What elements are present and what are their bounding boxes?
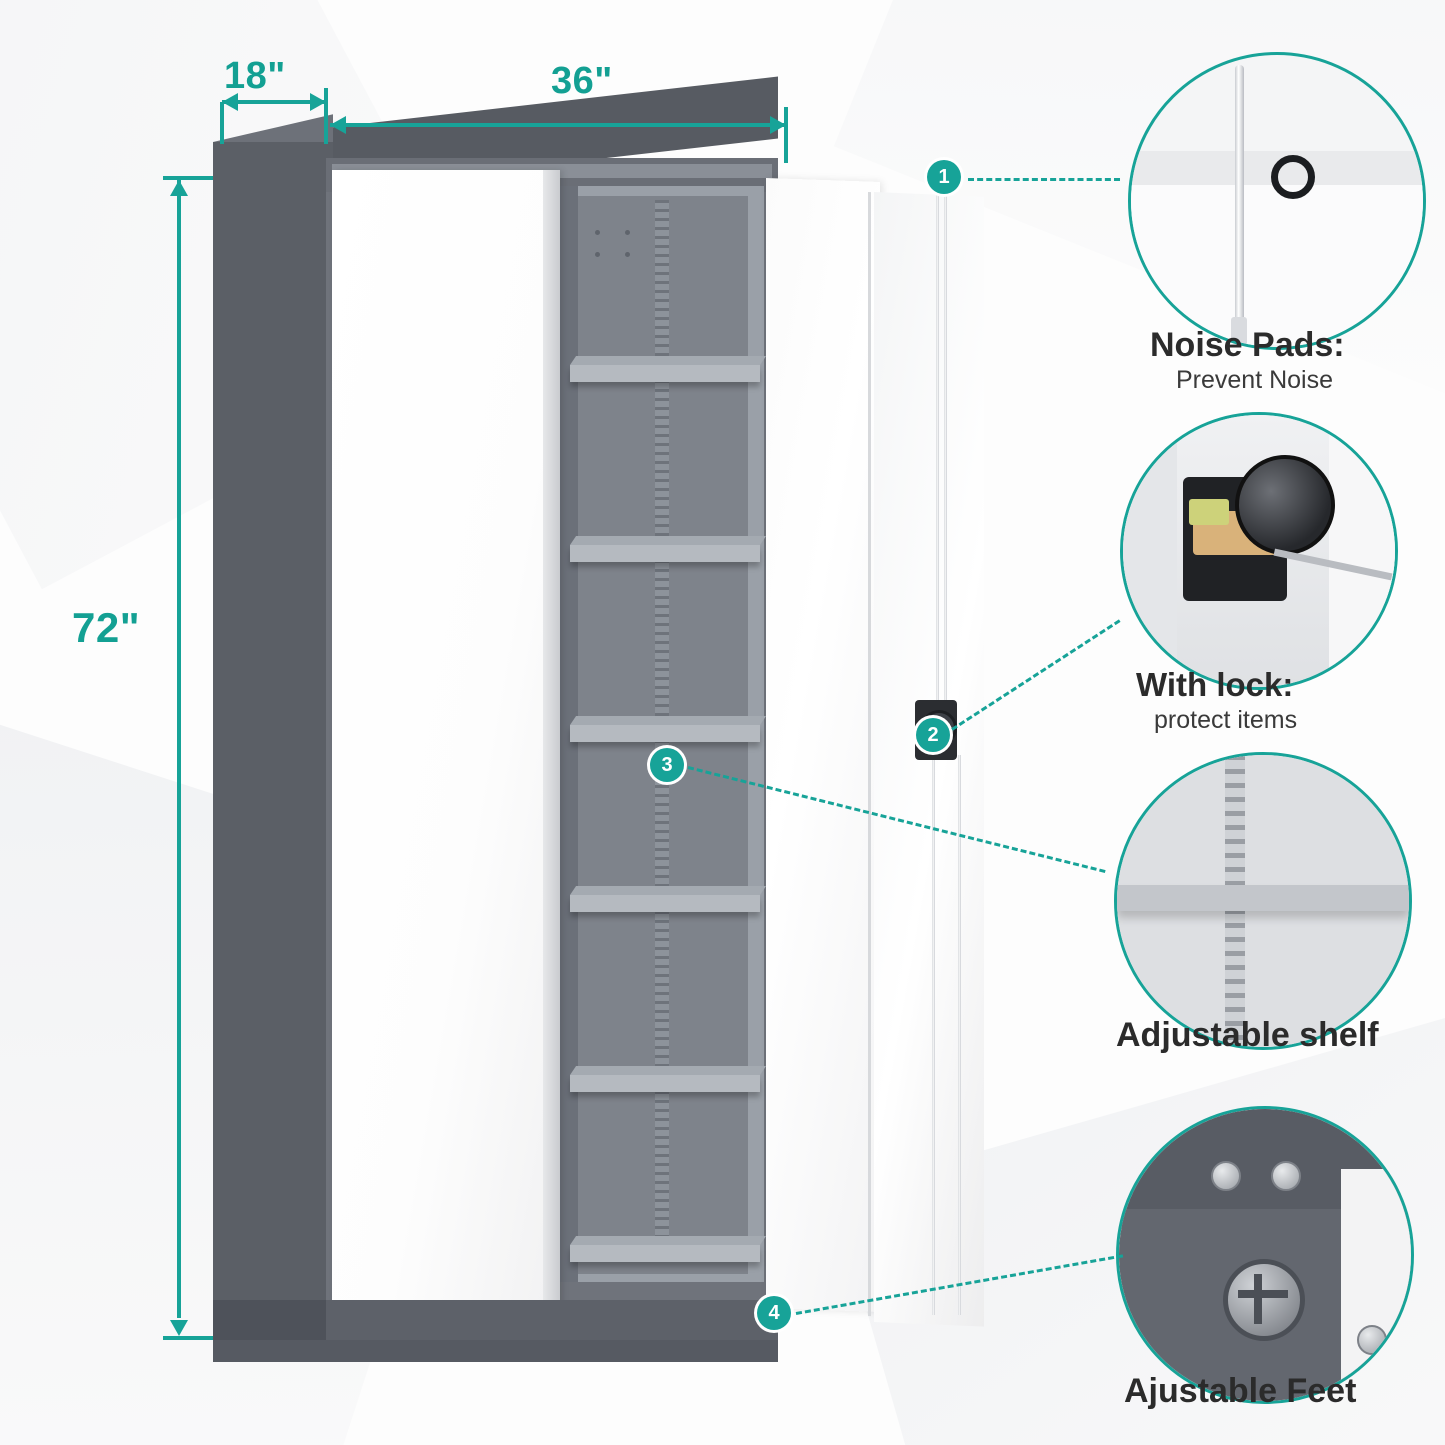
lock-rod-upper xyxy=(936,180,939,710)
depth-arrow-left xyxy=(222,93,238,111)
callout-4-title: Ajustable Feet xyxy=(1124,1372,1357,1410)
width-dimension-line xyxy=(330,123,786,127)
cabinet-base-bevel xyxy=(213,1340,778,1362)
foot-screw-3-icon xyxy=(1357,1325,1387,1355)
lock-rod-lower xyxy=(932,755,935,1315)
callout-1-bubble-noise-pads xyxy=(1128,52,1426,350)
cabinet-left-door xyxy=(332,170,560,1314)
callout-2-title: With lock: xyxy=(1136,666,1294,703)
lock-rod-upper-2 xyxy=(944,180,947,710)
peg-holes xyxy=(595,230,641,260)
width-arrow-right xyxy=(770,116,786,134)
callout-3-bubble-shelf xyxy=(1114,752,1412,1050)
height-arrow-bottom xyxy=(170,1320,188,1336)
width-extension-right xyxy=(784,107,788,163)
callout-1-subtitle: Prevent Noise xyxy=(1176,366,1334,394)
callout-4-bubble-feet xyxy=(1116,1106,1414,1404)
depth-dimension-label: 18" xyxy=(224,55,286,97)
door-hinge-line xyxy=(868,192,871,1317)
shelf-3 xyxy=(570,725,760,742)
cabinet-right-door-open xyxy=(766,178,880,1312)
leveling-foot-icon xyxy=(1223,1259,1305,1341)
shelf-1 xyxy=(570,365,760,382)
cabinet-illustration xyxy=(0,0,900,1445)
cam-lock-icon xyxy=(1235,455,1335,555)
callout-1-leader-line xyxy=(968,178,1120,181)
shelf-5 xyxy=(570,1075,760,1092)
callout-2-number-badge: 2 xyxy=(916,718,950,752)
height-extension-bottom xyxy=(163,1336,213,1340)
shelf-4 xyxy=(570,895,760,912)
callout-1-title: Noise Pads: xyxy=(1150,326,1345,364)
callout-2-subtitle: protect items xyxy=(1154,706,1298,734)
lock-rod-lower-2 xyxy=(958,755,961,1315)
noise-pad-ring-icon xyxy=(1271,155,1315,199)
callout-3-title: Adjustable shelf xyxy=(1116,1016,1379,1054)
depth-extension-right xyxy=(324,88,328,144)
foot-screw-1-icon xyxy=(1211,1161,1241,1191)
callout-4-number-badge: 4 xyxy=(757,1296,791,1330)
depth-arrow-right xyxy=(310,93,326,111)
height-arrow-top xyxy=(170,180,188,196)
cabinet-left-door-edge xyxy=(543,170,560,1314)
width-dimension-label: 36" xyxy=(551,60,613,102)
callout-1-number-badge: 1 xyxy=(927,160,961,194)
cabinet-left-side-panel xyxy=(213,142,333,1357)
cabinet-floor xyxy=(570,1245,760,1262)
callout-2-bubble-lock xyxy=(1120,412,1398,690)
foot-screw-2-icon xyxy=(1271,1161,1301,1191)
depth-extension-left xyxy=(220,102,224,144)
width-arrow-left xyxy=(330,116,346,134)
cabinet-interior-side-wall xyxy=(556,186,578,1282)
height-dimension-label: 72" xyxy=(72,604,141,651)
height-extension-top xyxy=(163,176,213,180)
height-dimension-line xyxy=(177,180,181,1318)
shelf-2 xyxy=(570,545,760,562)
callout-3-number-badge: 3 xyxy=(650,748,684,782)
depth-dimension-line xyxy=(222,100,326,104)
